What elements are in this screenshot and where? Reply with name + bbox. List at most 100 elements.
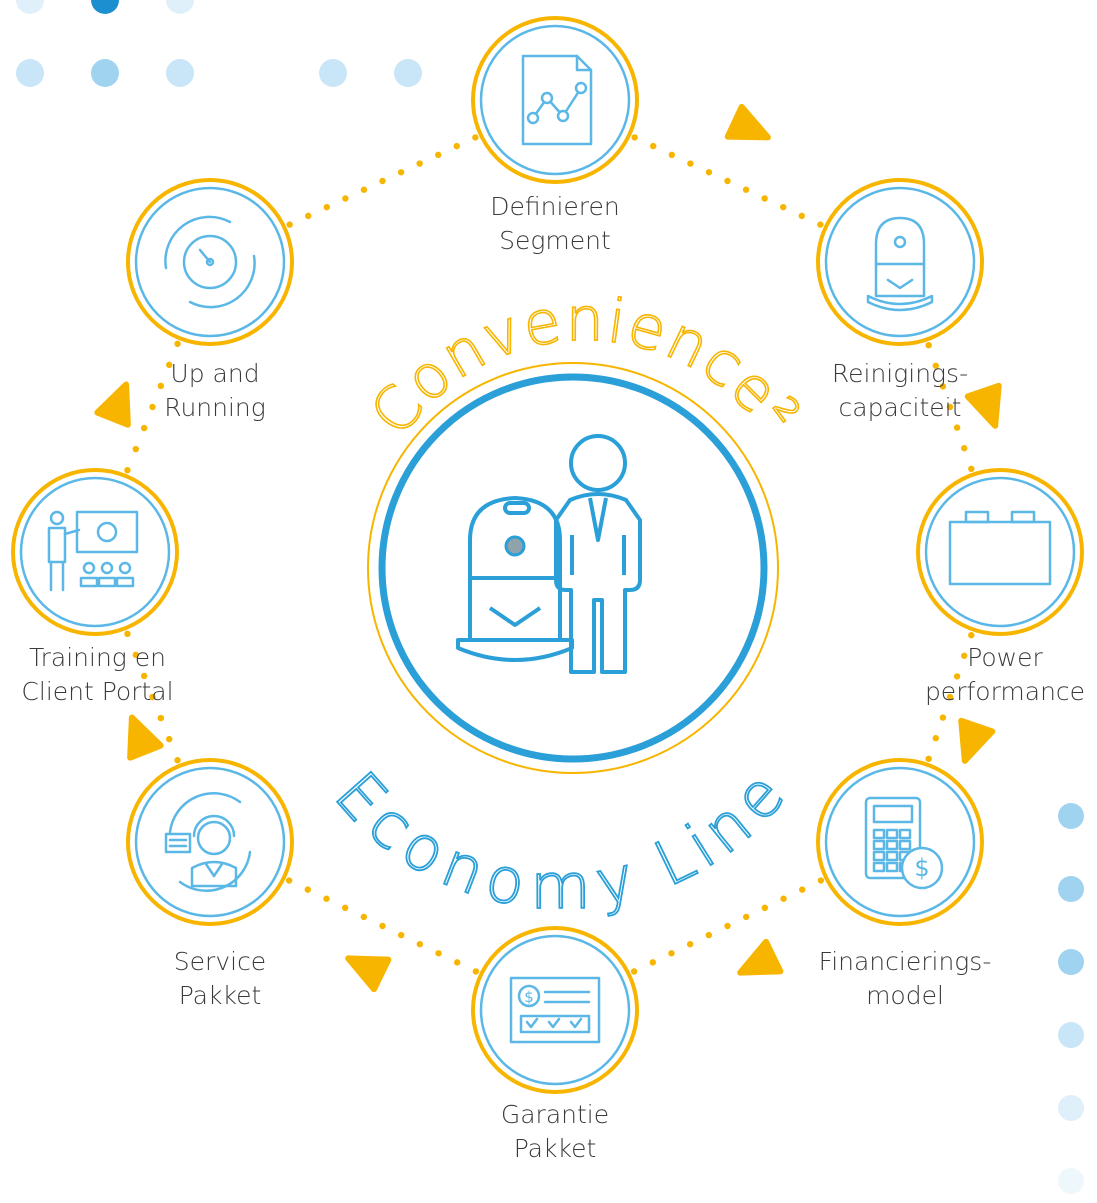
connector-dot xyxy=(817,877,825,884)
connector-dot xyxy=(157,382,165,390)
connector-dot xyxy=(780,203,787,211)
connector-dot xyxy=(687,160,694,167)
calculator-dollar-icon: $ xyxy=(864,796,944,890)
dotted-connectors xyxy=(124,134,975,975)
connector-dot xyxy=(953,424,961,431)
step-node-running xyxy=(126,178,294,346)
step-node-reinigings xyxy=(816,178,984,346)
step-label-reinigings: Reinigings-capaciteit xyxy=(831,359,969,422)
connector-dot xyxy=(630,968,638,975)
connector-dot xyxy=(140,424,148,432)
robot-and-person-icon xyxy=(456,434,642,674)
connector-dot xyxy=(149,693,156,701)
connector-dot xyxy=(817,221,824,228)
connector-dot xyxy=(780,895,787,902)
connector-dot xyxy=(132,445,139,453)
connector-dot xyxy=(668,950,675,957)
connector-dot xyxy=(435,950,442,957)
connector-dot xyxy=(724,177,731,185)
connector-dot xyxy=(453,142,460,150)
chart-document-icon xyxy=(521,54,593,146)
connector-dot xyxy=(686,940,694,948)
connector-dot xyxy=(454,959,461,966)
connector-dot xyxy=(285,877,293,884)
connector-dot xyxy=(925,341,932,349)
connector-dot xyxy=(305,212,312,220)
connector-dot xyxy=(132,651,139,659)
connector-dot xyxy=(397,931,405,939)
connector-dot xyxy=(472,968,480,975)
svg-text:$: $ xyxy=(914,854,929,882)
connector-dot xyxy=(472,134,479,141)
connector-dot xyxy=(341,904,349,912)
connector-dot xyxy=(925,755,932,763)
support-agent-icon xyxy=(164,792,252,892)
connector-dot xyxy=(304,886,311,893)
arrow-head xyxy=(94,381,131,428)
connector-dot xyxy=(953,673,961,680)
connector-dot xyxy=(416,940,424,948)
svg-text:$: $ xyxy=(524,988,534,1006)
connector-dot xyxy=(174,340,181,348)
connector-dot xyxy=(124,630,131,638)
connector-dot xyxy=(961,445,968,452)
connector-dot xyxy=(397,169,405,176)
connector-dot xyxy=(360,913,368,921)
connector-dot xyxy=(157,714,165,722)
connector-dot xyxy=(379,922,386,930)
connector-dot xyxy=(124,466,131,474)
connector-dot xyxy=(799,886,806,893)
connector-dot xyxy=(435,151,442,159)
connector-dot xyxy=(968,631,975,639)
connector-dot xyxy=(946,693,954,701)
connector-dot xyxy=(705,931,713,939)
arrow-head xyxy=(964,382,1002,429)
connector-dot xyxy=(939,714,947,721)
arrow-head xyxy=(345,955,392,993)
connector-dot xyxy=(174,756,181,764)
connector-dot xyxy=(140,672,148,680)
connector-dot xyxy=(650,142,657,150)
connector-dot xyxy=(961,652,968,659)
connector-dot xyxy=(416,160,423,167)
step-node-training xyxy=(11,468,179,636)
connector-dot xyxy=(742,913,750,921)
connector-dot xyxy=(939,383,947,390)
connector-dot xyxy=(932,362,939,369)
speed-gauge-icon xyxy=(164,215,256,309)
step-node-garantie: $ xyxy=(471,926,639,1094)
step-node-power xyxy=(916,468,1084,636)
step-node-definieren xyxy=(471,16,639,184)
connector-dot xyxy=(668,151,675,159)
connector-dot xyxy=(323,895,330,902)
arrow-head xyxy=(737,938,784,976)
step-label-financierings: Financierings-model xyxy=(818,947,992,1010)
connector-dot xyxy=(286,221,293,228)
connector-dot xyxy=(761,195,768,202)
arrow-head xyxy=(127,714,164,761)
connector-dot xyxy=(379,177,386,185)
battery-icon xyxy=(948,510,1052,586)
decorative-dots xyxy=(16,0,1084,1194)
arrow-head xyxy=(958,717,996,764)
connector-dot xyxy=(946,403,954,411)
presentation-training-icon xyxy=(47,510,139,592)
connector-dot xyxy=(149,403,156,411)
connector-dot xyxy=(166,361,173,369)
step-node-financierings: $ xyxy=(816,758,984,926)
connector-dot xyxy=(742,186,750,193)
center-emblem: Convenience² Economy Line xyxy=(320,284,813,924)
cleaning-robot-icon xyxy=(866,216,934,312)
connector-dot xyxy=(798,212,805,220)
warranty-check-icon: $ xyxy=(509,976,601,1044)
connector-dot xyxy=(649,959,656,966)
step-nodes: $$ xyxy=(11,16,1084,1094)
connector-dot xyxy=(932,735,939,742)
arrow-heads xyxy=(94,103,1002,993)
connector-dot xyxy=(968,465,975,473)
